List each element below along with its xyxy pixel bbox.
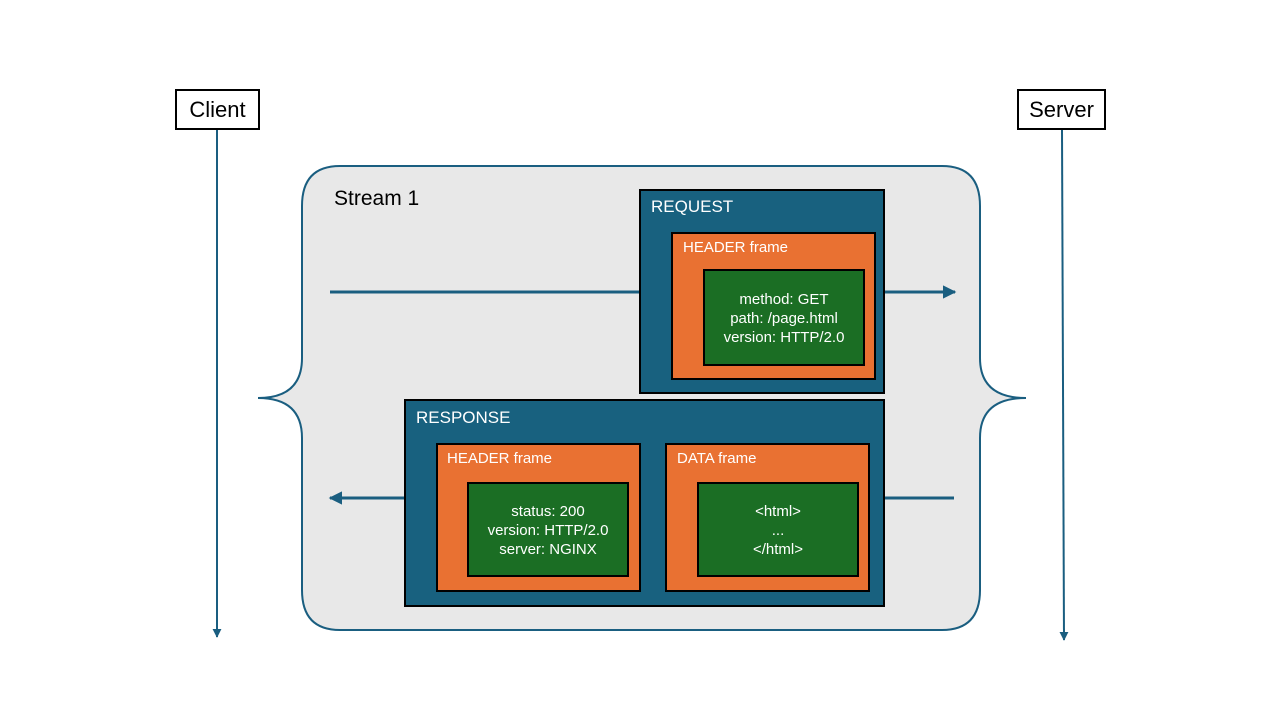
response-version-line: version: HTTP/2.0	[488, 522, 609, 539]
client-box: Client	[175, 89, 260, 130]
request-title: REQUEST	[651, 197, 733, 216]
request-path-line: path: /page.html	[730, 310, 838, 327]
stream-label: Stream 1	[334, 187, 419, 210]
server-label: Server	[1029, 97, 1094, 122]
server-box: Server	[1017, 89, 1106, 130]
request-method-line: method: GET	[739, 291, 828, 308]
response-server-line: server: NGINX	[499, 541, 597, 558]
response-container: RESPONSE HEADER frame status: 200 versio…	[404, 399, 885, 607]
response-data-content: <html> ... </html>	[697, 482, 859, 577]
request-container: REQUEST HEADER frame method: GET path: /…	[639, 189, 885, 394]
server-lifeline	[1059, 129, 1069, 641]
response-header-frame-title: HEADER frame	[447, 450, 552, 467]
response-title: RESPONSE	[416, 408, 510, 427]
response-header-content: status: 200 version: HTTP/2.0 server: NG…	[467, 482, 629, 577]
request-version-line: version: HTTP/2.0	[724, 329, 845, 346]
response-data-frame-title: DATA frame	[677, 450, 756, 467]
response-header-frame: HEADER frame status: 200 version: HTTP/2…	[436, 443, 641, 592]
request-header-frame-title: HEADER frame	[683, 239, 788, 256]
request-header-content: method: GET path: /page.html version: HT…	[703, 269, 865, 366]
response-data-frame: DATA frame <html> ... </html>	[665, 443, 870, 592]
html-open-tag-line: <html>	[755, 503, 801, 520]
client-label: Client	[189, 97, 245, 122]
html-close-tag-line: </html>	[753, 541, 803, 558]
response-status-line: status: 200	[511, 503, 584, 520]
request-header-frame: HEADER frame method: GET path: /page.htm…	[671, 232, 876, 380]
ellipsis-line: ...	[772, 522, 785, 539]
